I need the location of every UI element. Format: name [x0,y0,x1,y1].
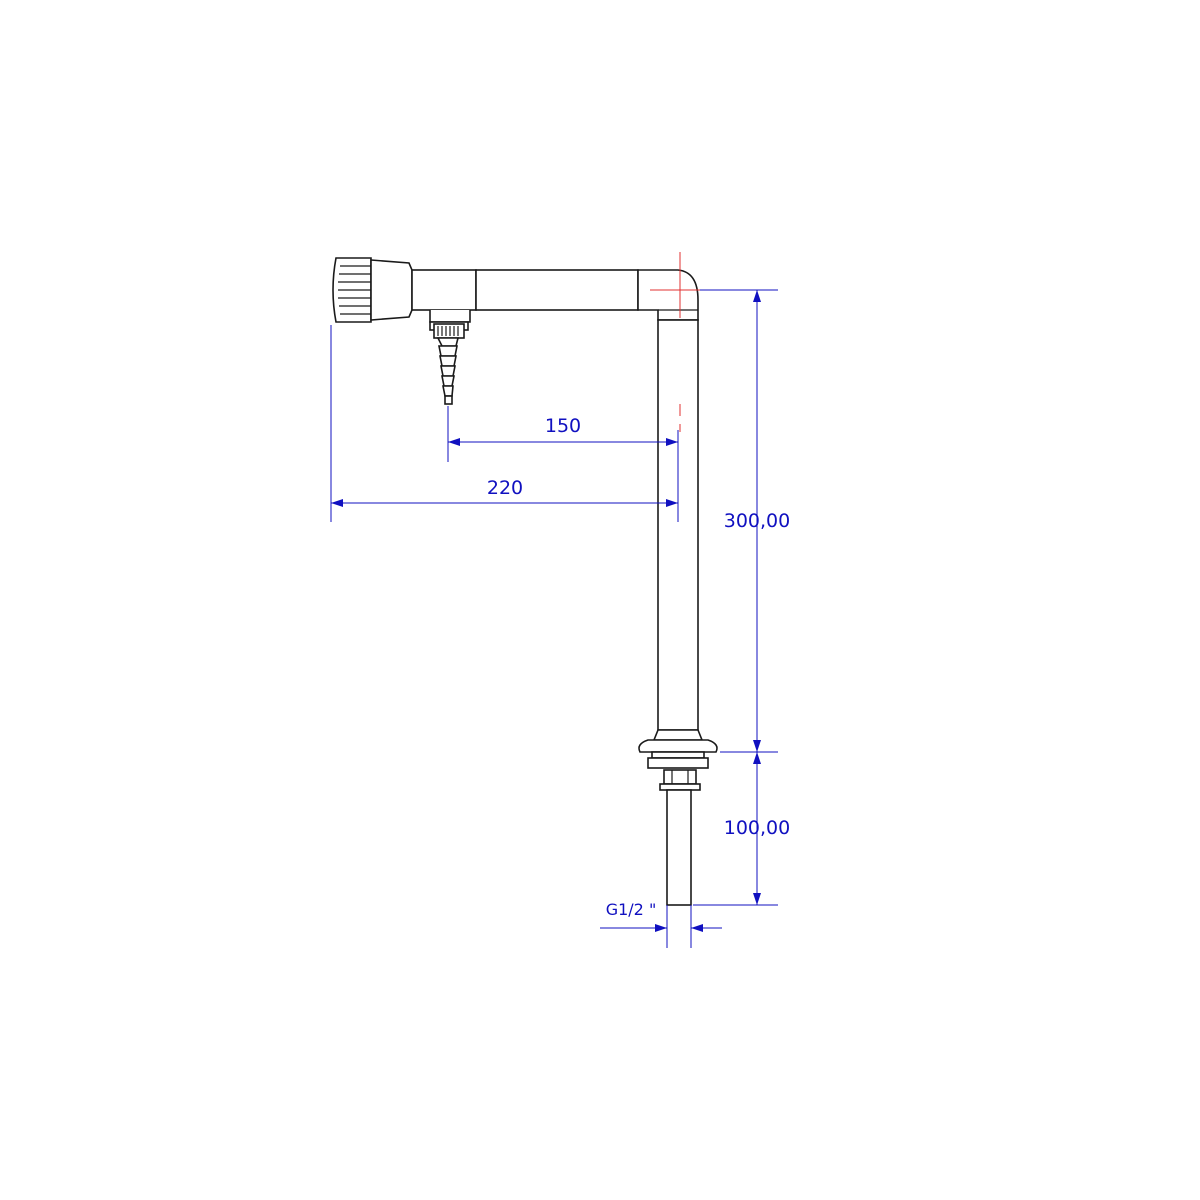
outlet-offset-label: 150 [545,415,581,437]
valve-body [411,269,477,339]
threaded-shank [666,789,692,906]
dimension-column-height: 300,00 [700,289,790,753]
column-height-label: 300,00 [724,510,790,532]
control-knob [332,257,413,323]
spout-arm [475,269,699,321]
tap-body [332,257,718,906]
shank-length-label: 100,00 [724,817,790,839]
dimension-overall-reach: 220 [330,325,679,522]
vertical-column [657,319,699,731]
overall-reach-label: 220 [487,477,523,499]
dimension-shank-length: 100,00 [693,752,790,906]
thread-size-label: G1/2 " [606,900,657,919]
dimension-thread: G1/2 " [600,900,722,948]
base-flange [638,739,718,791]
dimension-outlet-offset: 150 [447,406,679,462]
hose-nozzle [436,337,460,405]
